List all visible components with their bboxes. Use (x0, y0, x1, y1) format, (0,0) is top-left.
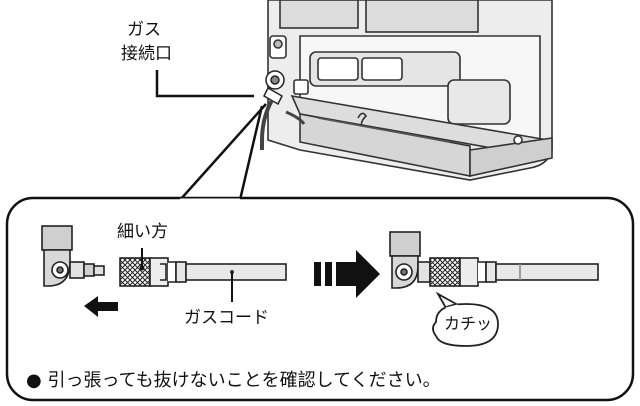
zoom-line-left (179, 103, 267, 201)
connected-assembly-right (389, 231, 599, 289)
elbow-fitting-left (41, 225, 105, 287)
transition-arrow-icon (314, 250, 380, 298)
instruction-bullet: ● (26, 370, 42, 391)
gas-cord-on-appliance (260, 99, 274, 150)
gas-inlet-label-line2: 接続口 (121, 44, 172, 64)
instruction-line: ● 引っ張っても抜けないことを確認してください。 (26, 372, 441, 390)
gas-inlet-fitting (263, 70, 285, 106)
click-sound-label: カチッ (444, 314, 493, 333)
pull-arrow-icon (84, 296, 118, 317)
gas-inlet-label-line1: ガス (127, 20, 161, 40)
thin-end-label: 細い方 (117, 222, 168, 242)
gas-cord-label: ガスコード (184, 308, 269, 328)
zoom-line-right (238, 105, 264, 201)
appliance-body (267, 0, 553, 181)
gas-inlet-leader-line (155, 70, 254, 98)
gas-cord-plug-left (119, 257, 287, 287)
detail-panel-frame (5, 196, 635, 402)
instruction-text: 引っ張っても抜けないことを確認してください。 (47, 370, 441, 391)
